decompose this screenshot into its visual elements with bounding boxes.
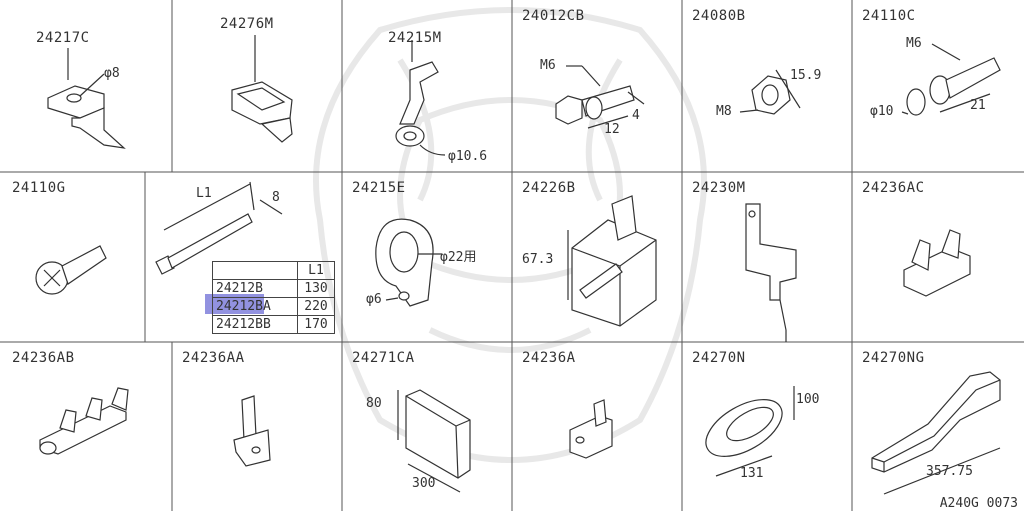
part-label-24236AB: 24236AB xyxy=(12,350,75,366)
table-row[interactable]: 24212BB 170 xyxy=(212,315,335,334)
part-24236AA-drawing xyxy=(233,395,271,467)
part-label-24012CB: 24012CB xyxy=(522,8,585,24)
dim-label: 8 xyxy=(272,190,280,205)
table-cell-part: 24212B xyxy=(212,279,298,298)
table-row[interactable]: 24212BA 220 xyxy=(212,297,335,316)
part-label-24215M: 24215M xyxy=(388,30,442,46)
table-header-cell: L1 xyxy=(297,261,335,280)
table-row[interactable]: 24212B 130 xyxy=(212,279,335,298)
part-24236AB-drawing xyxy=(39,387,129,455)
table-header-cell xyxy=(212,261,298,280)
part-24271CA-drawing xyxy=(397,389,471,493)
dim-label: 67.3 xyxy=(522,252,554,267)
part-24226B-drawing xyxy=(567,195,657,327)
part-label-24271CA: 24271CA xyxy=(352,350,415,366)
diagram-code: A240G 0073 xyxy=(939,496,1018,511)
part-label-24110G: 24110G xyxy=(12,180,66,196)
dim-label: 15.9 xyxy=(790,68,822,83)
part-24215M-drawing xyxy=(395,40,446,156)
cable-tie-drawing xyxy=(155,181,283,275)
part-24230M-drawing xyxy=(745,203,797,342)
table-cell-part: 24212BA xyxy=(212,297,298,316)
dim-label: 4 xyxy=(632,108,640,123)
part-24270NG-drawing xyxy=(871,371,1001,495)
part-24012CB-drawing xyxy=(555,65,645,129)
dim-label: M6 xyxy=(906,36,922,51)
part-label-24217C: 24217C xyxy=(36,30,90,46)
part-label-24270N: 24270N xyxy=(692,350,746,366)
part-label-24080B: 24080B xyxy=(692,8,746,24)
part-24276M-drawing xyxy=(231,35,293,143)
dim-label: 131 xyxy=(740,466,764,481)
dim-label: 300 xyxy=(412,476,436,491)
dim-label: 21 xyxy=(970,98,986,113)
part-24110G-drawing xyxy=(35,245,107,295)
part-24110C-drawing xyxy=(901,43,1001,116)
part-24236A-drawing xyxy=(569,399,613,459)
dim-label: φ10 xyxy=(870,104,894,119)
part-24080B-drawing xyxy=(739,69,801,115)
part-label-24236AC: 24236AC xyxy=(862,180,925,196)
dim-label: 12 xyxy=(604,122,620,137)
dim-label: 100 xyxy=(796,392,820,407)
table-cell-part: 24212BB xyxy=(212,315,298,334)
part-label-24230M: 24230M xyxy=(692,180,746,196)
table-cell-length: 220 xyxy=(297,297,335,316)
part-label-24110C: 24110C xyxy=(862,8,916,24)
dim-label: M8 xyxy=(716,104,732,119)
cable-tie-length-table: L1 24212B 130 24212BA 220 24212BB 170 xyxy=(212,261,335,334)
part-label-24236AA: 24236AA xyxy=(182,350,245,366)
part-label-24236A: 24236A xyxy=(522,350,576,366)
dim-label: 80 xyxy=(366,396,382,411)
dim-label: φ22用 xyxy=(440,250,477,265)
table-header-row: L1 xyxy=(212,261,335,280)
dim-label: φ10.6 xyxy=(448,149,488,164)
dim-label: 357.75 xyxy=(926,464,973,479)
part-label-24270NG: 24270NG xyxy=(862,350,925,366)
part-24270N-drawing xyxy=(705,386,795,477)
dim-label: φ8 xyxy=(104,66,120,81)
table-cell-length: 130 xyxy=(297,279,335,298)
part-24236AC-drawing xyxy=(903,229,971,297)
table-cell-length: 170 xyxy=(297,315,335,334)
part-label-24276M: 24276M xyxy=(220,16,274,32)
watermark-emblem xyxy=(313,7,707,463)
part-label-24215E: 24215E xyxy=(352,180,406,196)
dim-label: L1 xyxy=(196,186,212,201)
dim-label: M6 xyxy=(540,58,556,73)
dim-label: φ6 xyxy=(366,292,382,307)
part-24217C-drawing xyxy=(47,48,126,149)
part-24215E-drawing xyxy=(375,218,442,307)
part-label-24226B: 24226B xyxy=(522,180,576,196)
